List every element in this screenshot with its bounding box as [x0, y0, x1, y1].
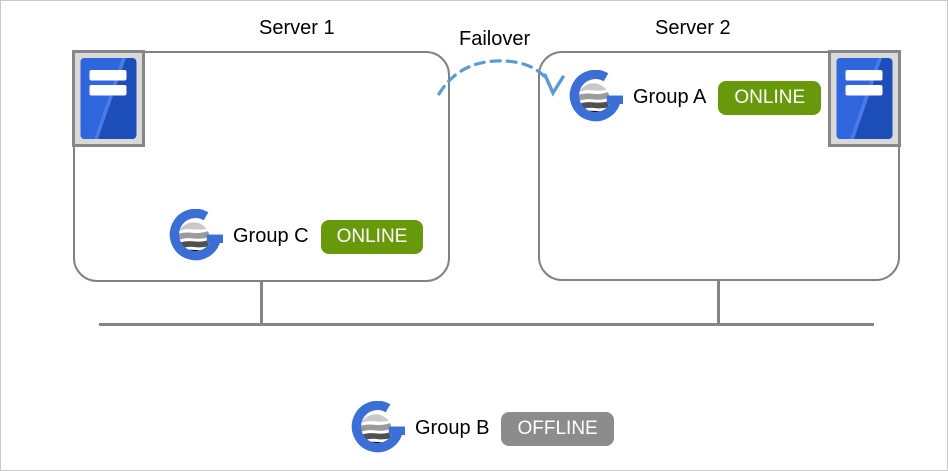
group-a-label: Group A [633, 86, 707, 108]
network-bus-line [99, 323, 874, 326]
cluster-group-icon [351, 401, 406, 456]
group-b-row: Group B OFFLINE [351, 401, 614, 456]
server-tower-icon [72, 50, 145, 147]
cluster-group-icon [569, 70, 624, 125]
server1-network-connector [260, 280, 263, 326]
server2-title: Server 2 [655, 17, 731, 39]
group-b-label: Group B [415, 417, 490, 439]
failover-label: Failover [459, 28, 531, 50]
group-c-status-badge: ONLINE [320, 219, 424, 254]
server-tower-icon [828, 50, 901, 147]
group-b-status-badge: OFFLINE [501, 411, 614, 446]
cluster-group-icon [169, 209, 224, 264]
group-c-row: Group C ONLINE [169, 209, 424, 264]
server1-title: Server 1 [259, 17, 335, 39]
group-a-row: Group A ONLINE [569, 70, 822, 125]
group-a-status-badge: ONLINE [718, 80, 822, 115]
server2-network-connector [717, 279, 720, 326]
group-c-label: Group C [233, 225, 309, 247]
